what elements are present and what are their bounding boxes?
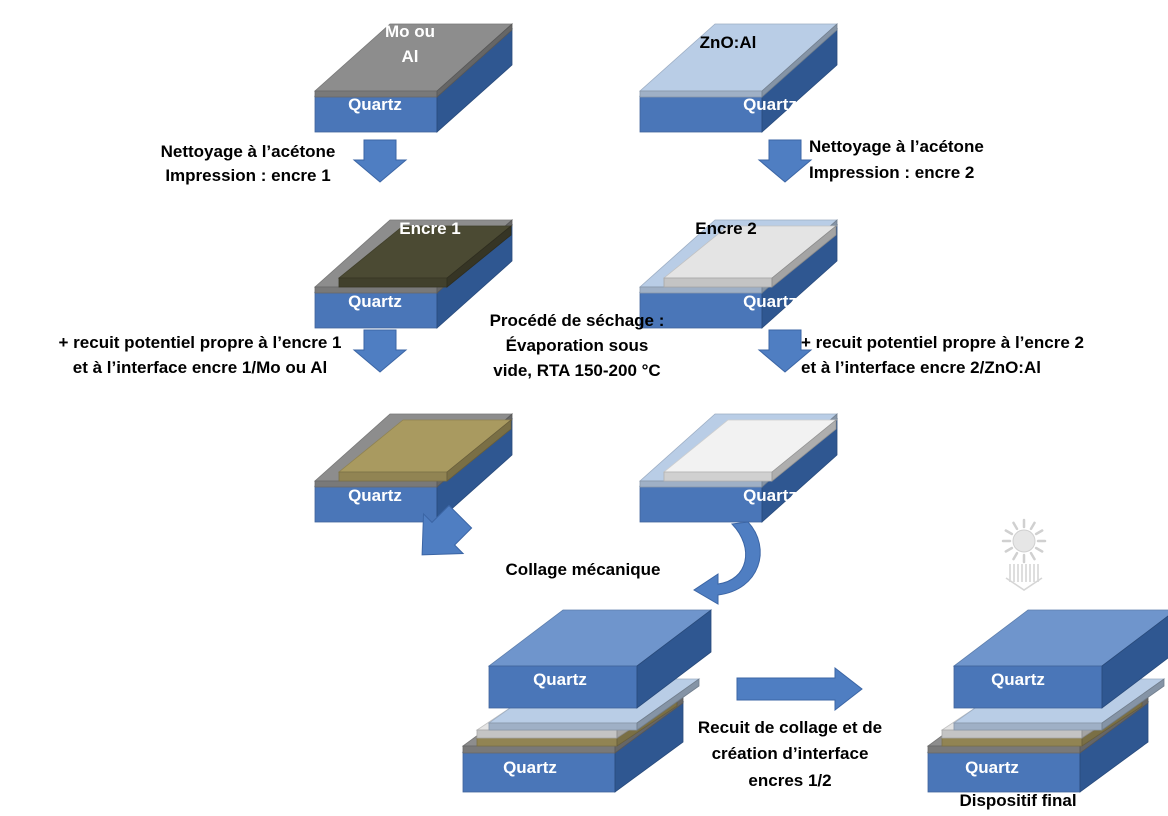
bonded-stack-metal-front — [462, 745, 616, 754]
quartz-label-final-top: Quartz — [991, 670, 1045, 689]
stack-metal-ink1-ink — [337, 225, 513, 288]
stack-zno-ink2-quartz-front — [639, 291, 763, 329]
stack-zno-ink2-dry-quartz-front — [639, 485, 763, 523]
right-arrow-icon — [736, 666, 863, 712]
stack-zno-layer-side — [761, 23, 838, 98]
sun-ray — [1012, 551, 1019, 561]
sun-ray — [1029, 521, 1036, 531]
curved-arrow-icon — [693, 521, 761, 605]
bonded-stack-quartz-top-side — [636, 609, 712, 709]
drying-line1: Procédé de séchage : — [490, 311, 665, 330]
left-step1-line2: Impression : encre 1 — [165, 166, 330, 185]
stack-zno-quartz-front — [639, 95, 763, 133]
quartz-label-l1: Quartz — [348, 95, 402, 114]
drying-line3: vide, RTA 150-200 °C — [493, 361, 660, 380]
bonded-stack-zno-side — [636, 678, 700, 731]
final-device-zno-side — [1101, 678, 1165, 731]
sun-ray — [1034, 529, 1044, 536]
sun-ray — [1004, 546, 1014, 553]
quartz-label-r1: Quartz — [743, 95, 797, 114]
left-step2-line2: et à l’interface encre 1/Mo ou Al — [73, 358, 327, 377]
stack-metal-ink1-dry-ink — [337, 419, 513, 482]
left-step1-line1: Nettoyage à l’acétone — [161, 142, 336, 161]
stack-metal-layer — [313, 23, 514, 98]
bonded-stack-ink2-front — [476, 729, 618, 739]
sun-ray — [1029, 551, 1036, 561]
down-arrow-icon-right-1 — [757, 139, 813, 183]
sun-disc — [1012, 529, 1036, 553]
stack-metal-ink1-ink-side — [446, 225, 512, 288]
sun-ray — [1012, 521, 1019, 531]
tco-label: ZnO:Al — [700, 33, 757, 52]
right-step2-line1: + recuit potentiel propre à l’encre 2 — [801, 333, 1084, 352]
right-step2-line2: et à l’interface encre 2/ZnO:Al — [801, 358, 1041, 377]
stack-zno-ink2-dry-ink — [662, 419, 838, 482]
stack-metal-ink1-dry-quartz-front — [314, 485, 438, 523]
ink2-label: Encre 2 — [695, 219, 756, 238]
sun-ray — [1034, 546, 1044, 553]
bonded-stack-quartz-bottom-front — [462, 751, 616, 793]
sun-icon — [1001, 518, 1047, 564]
diagonal-arrow-shape — [421, 504, 473, 556]
stack-zno-ink2-ink-side — [771, 225, 837, 288]
sun-ray — [1004, 529, 1014, 536]
stack-metal-ink1-dry-ink-front — [338, 471, 448, 482]
anneal-line1: Recuit de collage et de — [698, 718, 882, 737]
drying-line2: Évaporation sous — [506, 336, 649, 355]
stack-metal-quartz-front — [314, 95, 438, 133]
stack-zno-ink2-ink-front — [663, 277, 773, 288]
stack-metal-ink1-ink-front — [338, 277, 448, 288]
anneal-line2: création d’interface — [712, 744, 869, 763]
quartz-label-stack-top: Quartz — [533, 670, 587, 689]
curved-arrow-shape — [693, 521, 761, 605]
quartz-label-stack-bottom: Quartz — [503, 758, 557, 777]
bonded-stack-quartz-top — [487, 609, 713, 709]
final-device-ink1-front — [941, 737, 1083, 747]
stack-metal-ink1-dry-ink-side — [446, 419, 512, 482]
bonded-stack-zno-front — [488, 722, 638, 731]
stack-metal-layer-side — [436, 23, 513, 98]
down-arrow-icon-left-1 — [352, 139, 408, 183]
bonded-stack-ink1-front — [476, 737, 618, 747]
right-step1-line1: Nettoyage à l’acétone — [809, 137, 984, 156]
quartz-label-l3: Quartz — [348, 486, 402, 505]
quartz-label-r3: Quartz — [743, 486, 797, 505]
metal-label-line2: Al — [402, 47, 419, 66]
stack-zno-ink2-ink — [662, 225, 838, 288]
ink1-label: Encre 1 — [399, 219, 460, 238]
stack-zno-layer — [638, 23, 839, 98]
heat-rays-icon — [1005, 564, 1043, 591]
heat-ray-head — [1005, 577, 1043, 591]
final-device-quartz-top-side — [1101, 615, 1168, 709]
left-step2-line1: + recuit potentiel propre à l’encre 1 — [59, 333, 342, 352]
bonding-label: Collage mécanique — [506, 560, 661, 579]
anneal-line3: encres 1/2 — [748, 771, 831, 790]
stack-zno-ink2-dry-ink-front — [663, 471, 773, 482]
stack-zno-ink2-dry-ink-side — [771, 419, 837, 482]
final-device-metal-front — [927, 745, 1081, 754]
metal-label-line1: Mo ou — [385, 22, 435, 41]
final-device-quartz-top — [952, 609, 1168, 709]
final-device-zno-front — [953, 722, 1103, 731]
down-arrow-icon-right-2 — [757, 329, 813, 373]
down-arrow-icon-diagonal — [421, 504, 473, 556]
quartz-label-l2: Quartz — [348, 292, 402, 311]
down-arrow-icon-left-2 — [352, 329, 408, 373]
quartz-label-r2: Quartz — [743, 292, 797, 311]
quartz-label-final-bottom: Quartz — [965, 758, 1019, 777]
final-device-ink2-front — [941, 729, 1083, 739]
final-device-label: Dispositif final — [959, 791, 1076, 810]
right-step1-line2: Impression : encre 2 — [809, 163, 974, 182]
